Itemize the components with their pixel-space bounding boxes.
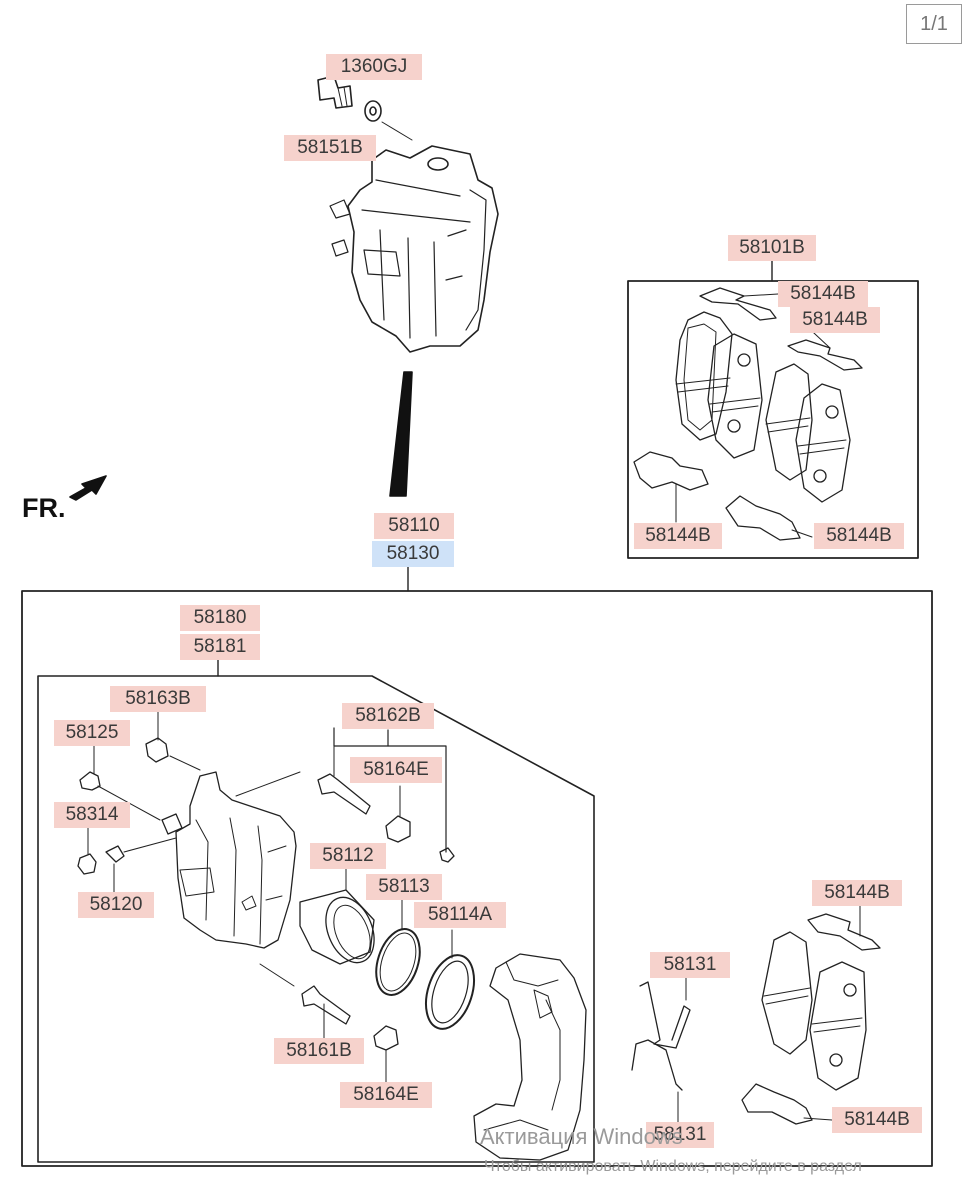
caliper-assembly-top xyxy=(317,75,499,353)
part-label-58163B[interactable]: 58163B xyxy=(110,686,206,712)
part-label-58130[interactable]: 58130 xyxy=(372,541,454,567)
part-label-58144B[interactable]: 58144B xyxy=(634,523,722,549)
front-direction-label: FR. xyxy=(22,493,66,523)
part-label-58161B[interactable]: 58161B xyxy=(274,1038,364,1064)
front-direction-arrow xyxy=(69,475,107,501)
part-label-58112[interactable]: 58112 xyxy=(310,843,386,869)
part-label-58151B[interactable]: 58151B xyxy=(284,135,376,161)
activation-watermark-text: Чтобы активировать Windows, перейдите в … xyxy=(484,1158,862,1175)
activation-watermark-title: Активация Windows xyxy=(480,1124,683,1149)
part-label-58164E[interactable]: 58164E xyxy=(350,757,442,783)
part-label-58164E[interactable]: 58164E xyxy=(340,1082,432,1108)
part-label-58101B[interactable]: 58101B xyxy=(728,235,816,261)
part-label-58144B[interactable]: 58144B xyxy=(832,1107,922,1133)
part-label-58314[interactable]: 58314 xyxy=(54,802,130,828)
part-label-58144B[interactable]: 58144B xyxy=(812,880,902,906)
assembly-pointer xyxy=(389,371,413,497)
caliper-assembly-box xyxy=(21,590,933,1167)
part-label-58114A[interactable]: 58114A xyxy=(414,902,506,928)
part-label-58110[interactable]: 58110 xyxy=(374,513,454,539)
part-label-58144B[interactable]: 58144B xyxy=(814,523,904,549)
part-label-58162B[interactable]: 58162B xyxy=(342,703,434,729)
pad-set-lower xyxy=(741,903,881,1125)
caliper-body-box xyxy=(37,675,595,1163)
pad-kit-box xyxy=(627,280,919,559)
part-label-1360GJ[interactable]: 1360GJ xyxy=(326,54,422,80)
part-label-58131[interactable]: 58131 xyxy=(650,952,730,978)
part-label-58181[interactable]: 58181 xyxy=(180,634,260,660)
part-label-58131[interactable]: 58131 xyxy=(646,1122,714,1148)
part-label-58144B[interactable]: 58144B xyxy=(790,307,880,333)
part-label-58125[interactable]: 58125 xyxy=(54,720,130,746)
pad-kit-parts xyxy=(633,287,863,541)
part-label-58144B[interactable]: 58144B xyxy=(778,281,868,307)
part-label-58120[interactable]: 58120 xyxy=(78,892,154,918)
part-label-58180[interactable]: 58180 xyxy=(180,605,260,631)
page-indicator: 1/1 xyxy=(906,4,962,44)
caliper-hardware xyxy=(77,711,587,1161)
part-label-58113[interactable]: 58113 xyxy=(366,874,442,900)
anti-rattle-springs xyxy=(631,977,691,1123)
